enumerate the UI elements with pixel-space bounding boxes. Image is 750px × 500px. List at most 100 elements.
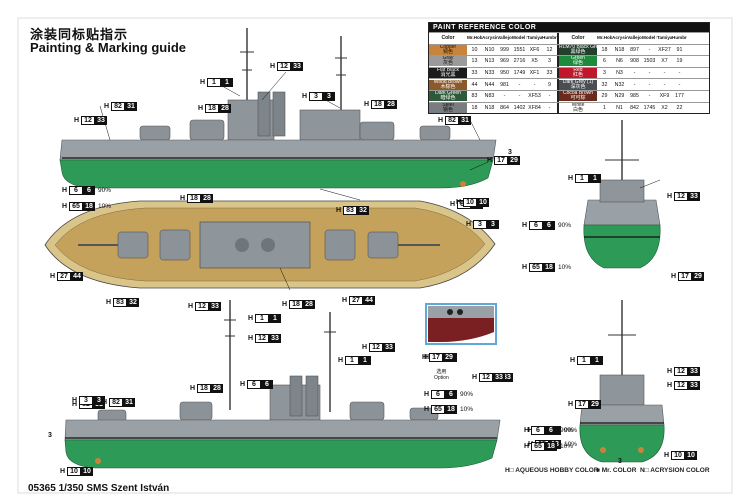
paint-table-header: Color Mr.Hobby Acrysion Vallejo Model Ma… — [429, 32, 709, 44]
paint-code: - — [533, 81, 536, 88]
paint-code: 44 — [471, 81, 478, 88]
label-3: 3 — [618, 458, 622, 465]
label-3: 3 — [48, 432, 52, 439]
paint-code: - — [518, 93, 521, 100]
paint-code: - — [648, 46, 651, 53]
paint-code: 6 — [603, 58, 606, 65]
paint-code: 18 — [471, 104, 478, 111]
paint-code: 18 — [601, 46, 608, 53]
paint-code: N18 — [484, 104, 495, 111]
paint-code: XF84 — [528, 104, 541, 111]
option-note: 选用 Option — [434, 369, 449, 381]
paint-code: 13 — [471, 58, 478, 65]
paint-code: 1551 — [513, 46, 526, 53]
paint-code: 969 — [500, 58, 509, 65]
paint-code: 10 — [471, 46, 478, 53]
paint-code: 1503 — [643, 58, 656, 65]
paint-code: XF6 — [529, 46, 540, 53]
model-number: 05365 1/350 SMS Szent István — [28, 483, 170, 494]
paint-code: - — [648, 93, 651, 100]
paint-code: N3 — [616, 70, 623, 77]
paint-code: 3 — [603, 70, 606, 77]
paint-code: - — [548, 93, 551, 100]
paint-code: 91 — [676, 46, 683, 53]
paint-code: 897 — [630, 46, 639, 53]
stern-view — [579, 300, 665, 463]
paint-code: - — [633, 70, 636, 77]
paint-code: X7 — [661, 58, 668, 65]
paint-code: - — [678, 70, 681, 77]
paint-code: - — [633, 81, 636, 88]
paint-code: 177 — [675, 93, 684, 100]
paint-code: 1749 — [513, 70, 526, 77]
paint-code: N18 — [614, 46, 625, 53]
paint-code: 22 — [676, 104, 683, 111]
paint-code: XF53 — [528, 93, 541, 100]
paint-code: 981 — [500, 81, 509, 88]
paint-code: 83 — [471, 93, 478, 100]
detail-inset — [425, 303, 497, 345]
paint-code: N32 — [614, 81, 625, 88]
paint-code: - — [548, 104, 551, 111]
paint-code: X5 — [531, 58, 538, 65]
paint-code: - — [503, 93, 506, 100]
title-chinese: 涂装同标贴指示 — [30, 27, 129, 42]
side-view-bottom — [64, 300, 501, 469]
paint-code: 1402 — [513, 104, 526, 111]
deck-view — [44, 200, 496, 289]
paint-code: N6 — [616, 58, 623, 65]
label-3: 3 — [508, 149, 512, 156]
paint-code: 32 — [601, 81, 608, 88]
paint-code: 9 — [548, 81, 551, 88]
paint-code: - — [648, 70, 651, 77]
legend-mr: ■ Mr. COLOR — [596, 467, 637, 474]
paint-code: 908 — [630, 58, 639, 65]
paint-code: 864 — [500, 104, 509, 111]
paint-code: - — [663, 81, 666, 88]
paint-table-title: PAINT REFERENCE COLOR — [429, 23, 709, 32]
paint-code: XF9 — [659, 93, 670, 100]
paint-code: N83 — [484, 93, 495, 100]
